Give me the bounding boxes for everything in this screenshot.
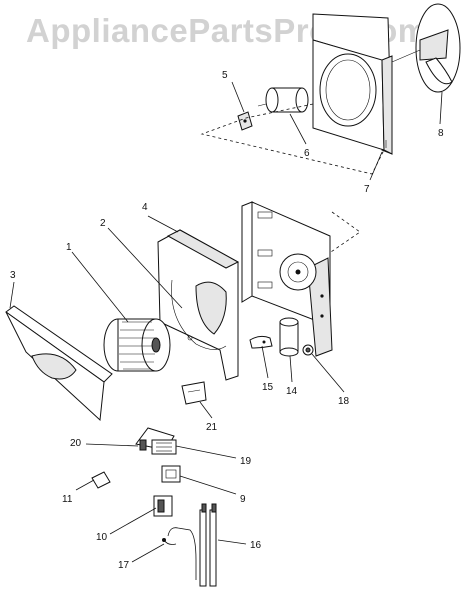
condenser-shroud[interactable] (312, 13, 393, 155)
blower-housing[interactable] (157, 229, 240, 381)
callout-4: 4 (142, 202, 148, 213)
callout-3: 3 (10, 270, 16, 281)
callout-20: 20 (70, 438, 82, 449)
callout-labels: 5 6 7 8 4 2 1 3 15 14 18 21 20 19 9 11 1… (10, 70, 444, 571)
callout-11: 11 (62, 494, 73, 505)
assembly-guide-lines (200, 103, 385, 255)
callout-6: 6 (304, 148, 310, 159)
condenser-fan-blade[interactable] (391, 3, 461, 93)
callout-1: 1 (66, 242, 72, 253)
callout-15: 15 (262, 382, 274, 393)
relay[interactable] (153, 495, 173, 517)
capacitor[interactable] (279, 317, 299, 357)
heater-element[interactable] (199, 503, 217, 587)
leader-lines (9, 81, 443, 563)
blower-wheel[interactable] (103, 318, 171, 372)
control-label[interactable] (181, 381, 207, 405)
power-cord[interactable] (162, 527, 197, 580)
callout-10: 10 (96, 532, 108, 543)
callout-5: 5 (222, 70, 228, 81)
thermostat[interactable] (161, 465, 181, 483)
callout-17: 17 (118, 560, 130, 571)
partition-bracket[interactable] (241, 201, 333, 357)
callout-2: 2 (100, 218, 106, 229)
grommet[interactable] (302, 344, 314, 356)
callout-18: 18 (338, 396, 350, 407)
motor-mount-bracket[interactable] (237, 111, 253, 131)
callout-16: 16 (250, 540, 262, 551)
fan-motor[interactable] (257, 87, 309, 113)
callout-14: 14 (286, 386, 298, 397)
control-knob[interactable] (91, 471, 111, 489)
callout-8: 8 (438, 128, 444, 139)
blower-scroll-plate[interactable] (5, 305, 113, 422)
selector-switch[interactable] (151, 439, 177, 455)
callout-9: 9 (240, 494, 246, 505)
capacitor-strap[interactable] (249, 335, 273, 349)
callout-19: 19 (240, 456, 252, 467)
callout-21: 21 (206, 422, 218, 433)
callout-7: 7 (364, 184, 370, 195)
